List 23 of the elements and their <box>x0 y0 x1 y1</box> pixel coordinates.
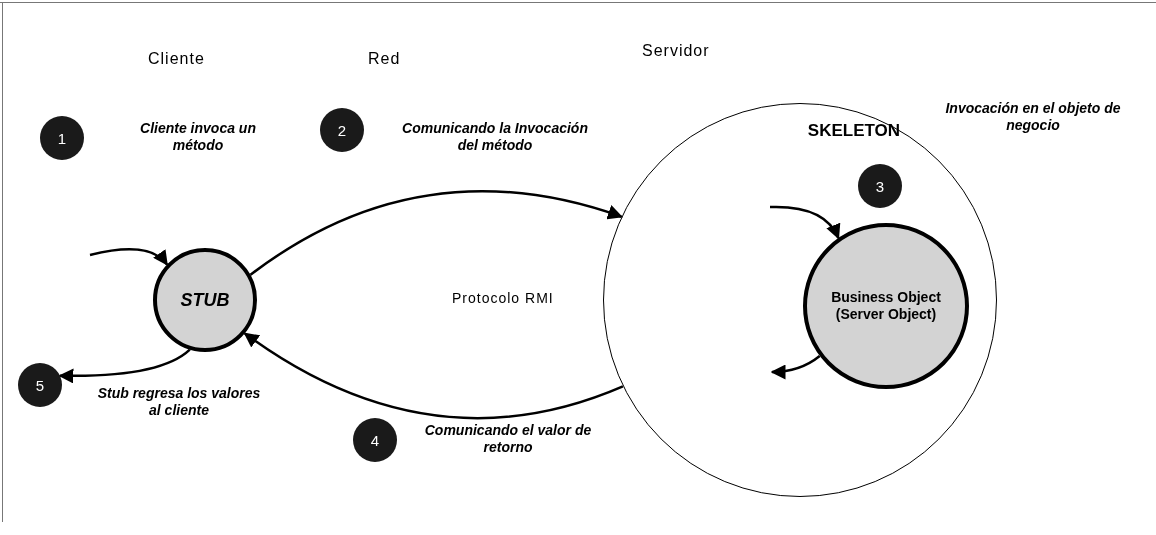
arrow <box>770 355 821 380</box>
step-number-badge: 1 <box>40 116 84 160</box>
column-heading: Red <box>368 50 401 68</box>
step-number-badge: 5 <box>18 363 62 407</box>
arrow <box>770 205 840 240</box>
circle-title: SKELETON <box>806 122 902 139</box>
arrow <box>89 248 168 266</box>
step-description: Cliente invoca un método <box>139 120 257 154</box>
step-number-badge: 4 <box>353 418 397 462</box>
step-description: Invocación en el objeto de negocio <box>944 100 1122 134</box>
protocol-label: Protocolo RMI <box>452 290 554 306</box>
column-heading: Servidor <box>642 42 710 60</box>
step-number-badge: 2 <box>320 108 364 152</box>
step-number-badge: 3 <box>858 164 902 208</box>
circle-label: STUB <box>179 291 231 309</box>
arrow <box>58 348 191 384</box>
step-description: Comunicando el valor de retorno <box>423 422 593 456</box>
column-heading: Cliente <box>148 50 205 68</box>
arrow <box>249 190 623 276</box>
step-description: Stub regresa los valores al cliente <box>96 385 262 419</box>
step-description: Comunicando la Invocación del método <box>401 120 589 154</box>
arrow <box>243 332 624 420</box>
circle-label: Business Object (Server Object) <box>830 289 942 323</box>
